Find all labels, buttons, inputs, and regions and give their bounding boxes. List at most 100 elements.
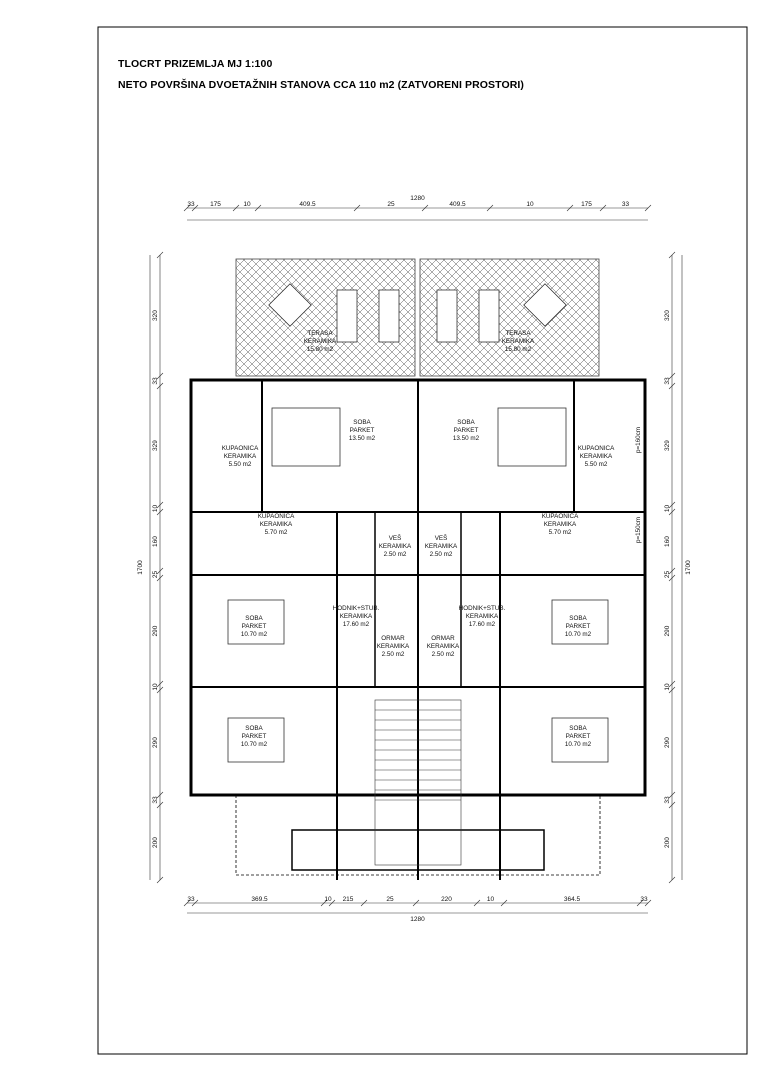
dimension-tick [566,204,574,212]
room-name: SOBA [569,615,587,622]
room-finish: PARKET [350,427,375,434]
room-area: 5.50 m2 [585,461,608,468]
room-area: 17.60 m2 [469,621,496,628]
dimension-value: 33 [152,377,159,385]
dimension-tick [668,801,676,809]
dimension-value: 10 [664,683,671,691]
dimension-value: 33 [622,201,630,208]
bed-symbols [227,407,609,763]
dimension-tick [668,567,676,575]
dimension-tick [183,204,191,212]
dimension-tick [486,204,494,212]
room-area: 2.50 m2 [382,651,405,658]
room-finish: KERAMIKA [544,521,577,528]
room-finish: KERAMIKA [580,453,613,460]
dimension-value: 290 [664,625,671,636]
dimension-value: 409.5 [299,201,316,208]
room-finish: PARKET [242,733,267,740]
dimension-value: 329 [152,440,159,451]
dimension-tick [191,899,199,907]
dimension-tick [254,204,262,212]
dimension-value: 215 [343,896,354,903]
room-area: 2.50 m2 [384,551,407,558]
dimension-value: 10 [526,201,534,208]
dimension-tick [156,791,164,799]
dimension-tick [668,501,676,509]
room-area: 13.50 m2 [453,435,480,442]
room-name: TERASA [307,330,333,337]
dimension-tick [191,204,199,212]
dimension-tick [156,251,164,259]
dimension-value: 25 [152,571,159,579]
dimension-value: 369.5 [251,896,268,903]
room-name: HODNIK+STUB. [333,605,380,612]
room-finish: PARKET [242,623,267,630]
room-area: 2.50 m2 [432,651,455,658]
dimension-tick [353,204,361,212]
dimension-tick [156,801,164,809]
dimension-value: 10 [152,683,159,691]
dimension-value: 290 [152,625,159,636]
dimension-tick [599,204,607,212]
dimension-tick [156,382,164,390]
terrace-furniture [268,283,567,343]
dimension-tick [668,686,676,694]
room-finish: PARKET [566,733,591,740]
room-finish: KERAMIKA [260,521,293,528]
dimension-tick [668,382,676,390]
dimension-tick [668,791,676,799]
dimension-total: 1700 [685,560,692,575]
dimension-value: 10 [152,505,159,513]
drawing-subtitle: NETO POVRŠINA DVOETAŽNIH STANOVA CCA 110… [118,79,525,91]
terrace-right [419,258,600,377]
dimension-tick [668,508,676,516]
room-name: SOBA [457,419,475,426]
dimension-value: 364.5 [564,896,581,903]
room-finish: KERAMIKA [340,613,373,620]
dimension-value: 25 [387,201,395,208]
dimension-value: 200 [664,837,671,848]
dimension-tick [644,899,652,907]
room-finish: PARKET [566,623,591,630]
room-name: SOBA [569,725,587,732]
dimension-tick [156,680,164,688]
dimension-total: 1280 [410,195,425,202]
dimension-value: 10 [664,505,671,513]
dimension-value: 33 [187,201,195,208]
dimension-tick [183,899,191,907]
room-name: ORMAR [381,635,405,642]
dimension-tick [156,501,164,509]
room-name: KUPAONICA [578,445,615,452]
room-area: 5.50 m2 [229,461,252,468]
dimension-tick [668,574,676,582]
dimension-value: 33 [664,796,671,804]
dimension-value: 160 [152,536,159,547]
room-area: 5.70 m2 [265,529,288,536]
sheet-border [97,26,748,1055]
window-note-mid: p=150cm [635,517,642,543]
walls [189,378,647,880]
dimension-value: 10 [243,201,251,208]
room-finish: KERAMIKA [502,338,535,345]
room-finish: PARKET [454,427,479,434]
dimension-tick [320,899,328,907]
room-area: 15.80 m2 [505,346,532,353]
room-area: 10.70 m2 [241,631,268,638]
room-area: 10.70 m2 [565,741,592,748]
room-area: 10.70 m2 [565,631,592,638]
room-name: VEŠ [435,533,448,542]
room-name: KUPAONICA [222,445,259,452]
room-name: KUPAONICA [258,513,295,520]
room-area: 5.70 m2 [549,529,572,536]
dimension-tick [328,899,336,907]
dimension-value: 10 [487,896,495,903]
dimension-tick [421,204,429,212]
room-finish: KERAMIKA [425,543,458,550]
room-area: 2.50 m2 [430,551,453,558]
dimension-tick [360,899,368,907]
room-area: 13.50 m2 [349,435,376,442]
dimension-value: 220 [441,896,452,903]
dimension-tick [156,372,164,380]
